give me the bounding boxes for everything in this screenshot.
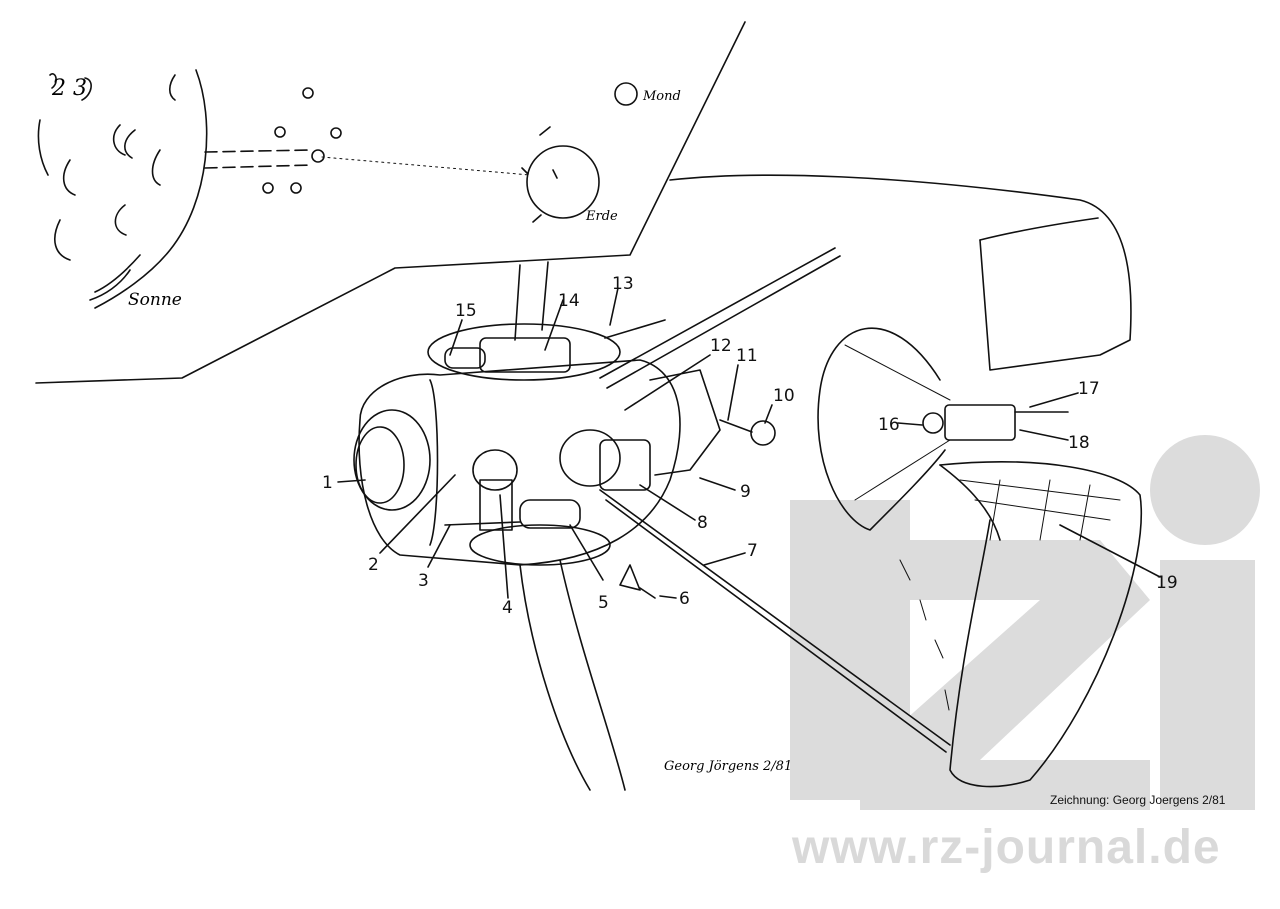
part-number-12: 12 (710, 336, 732, 356)
drawing-credit: Zeichnung: Georg Joergens 2/81 (1050, 793, 1226, 807)
part-number-17: 17 (1078, 379, 1100, 399)
part-number-7: 7 (747, 541, 758, 561)
part-number-4: 4 (502, 598, 513, 618)
moon-label: Mond (642, 89, 681, 104)
moon-icon (614, 82, 638, 106)
part-number-5: 5 (598, 593, 609, 613)
part-number-8: 8 (697, 513, 708, 533)
sun-scribble: 2 3 (51, 76, 87, 101)
part-number-1: 1 (322, 473, 333, 493)
part-number-18: 18 (1068, 433, 1090, 453)
earth-label: Erde (585, 209, 618, 224)
dish-assembly (817, 327, 1142, 788)
part-number-14: 14 (558, 291, 580, 311)
part-number-19: 19 (1156, 573, 1178, 593)
part-callouts: 1 2 3 4 5 6 7 8 9 10 11 12 13 14 15 16 1… (322, 274, 1178, 618)
part-number-16: 16 (878, 415, 900, 435)
part-number-10: 10 (773, 386, 795, 406)
part-number-13: 13 (612, 274, 634, 294)
rz-logo (790, 435, 1260, 810)
inset-panel: 2 3 Sonne Mond Erde (35, 21, 746, 384)
part-number-9: 9 (740, 482, 751, 502)
part-number-11: 11 (736, 346, 758, 366)
booms (599, 247, 951, 753)
satellite-icons (262, 87, 342, 194)
part-number-3: 3 (418, 571, 429, 591)
part-number-15: 15 (455, 301, 477, 321)
part-number-2: 2 (368, 555, 379, 575)
earth-icon (526, 145, 600, 219)
spacecraft-body (353, 323, 776, 599)
part-number-6: 6 (679, 589, 690, 609)
watermark-url: www.rz-journal.de (792, 821, 1221, 874)
artist-signature: Georg Jörgens 2/81 (664, 759, 792, 774)
background-structure (514, 174, 1132, 791)
sun-label: Sonne (128, 290, 182, 310)
